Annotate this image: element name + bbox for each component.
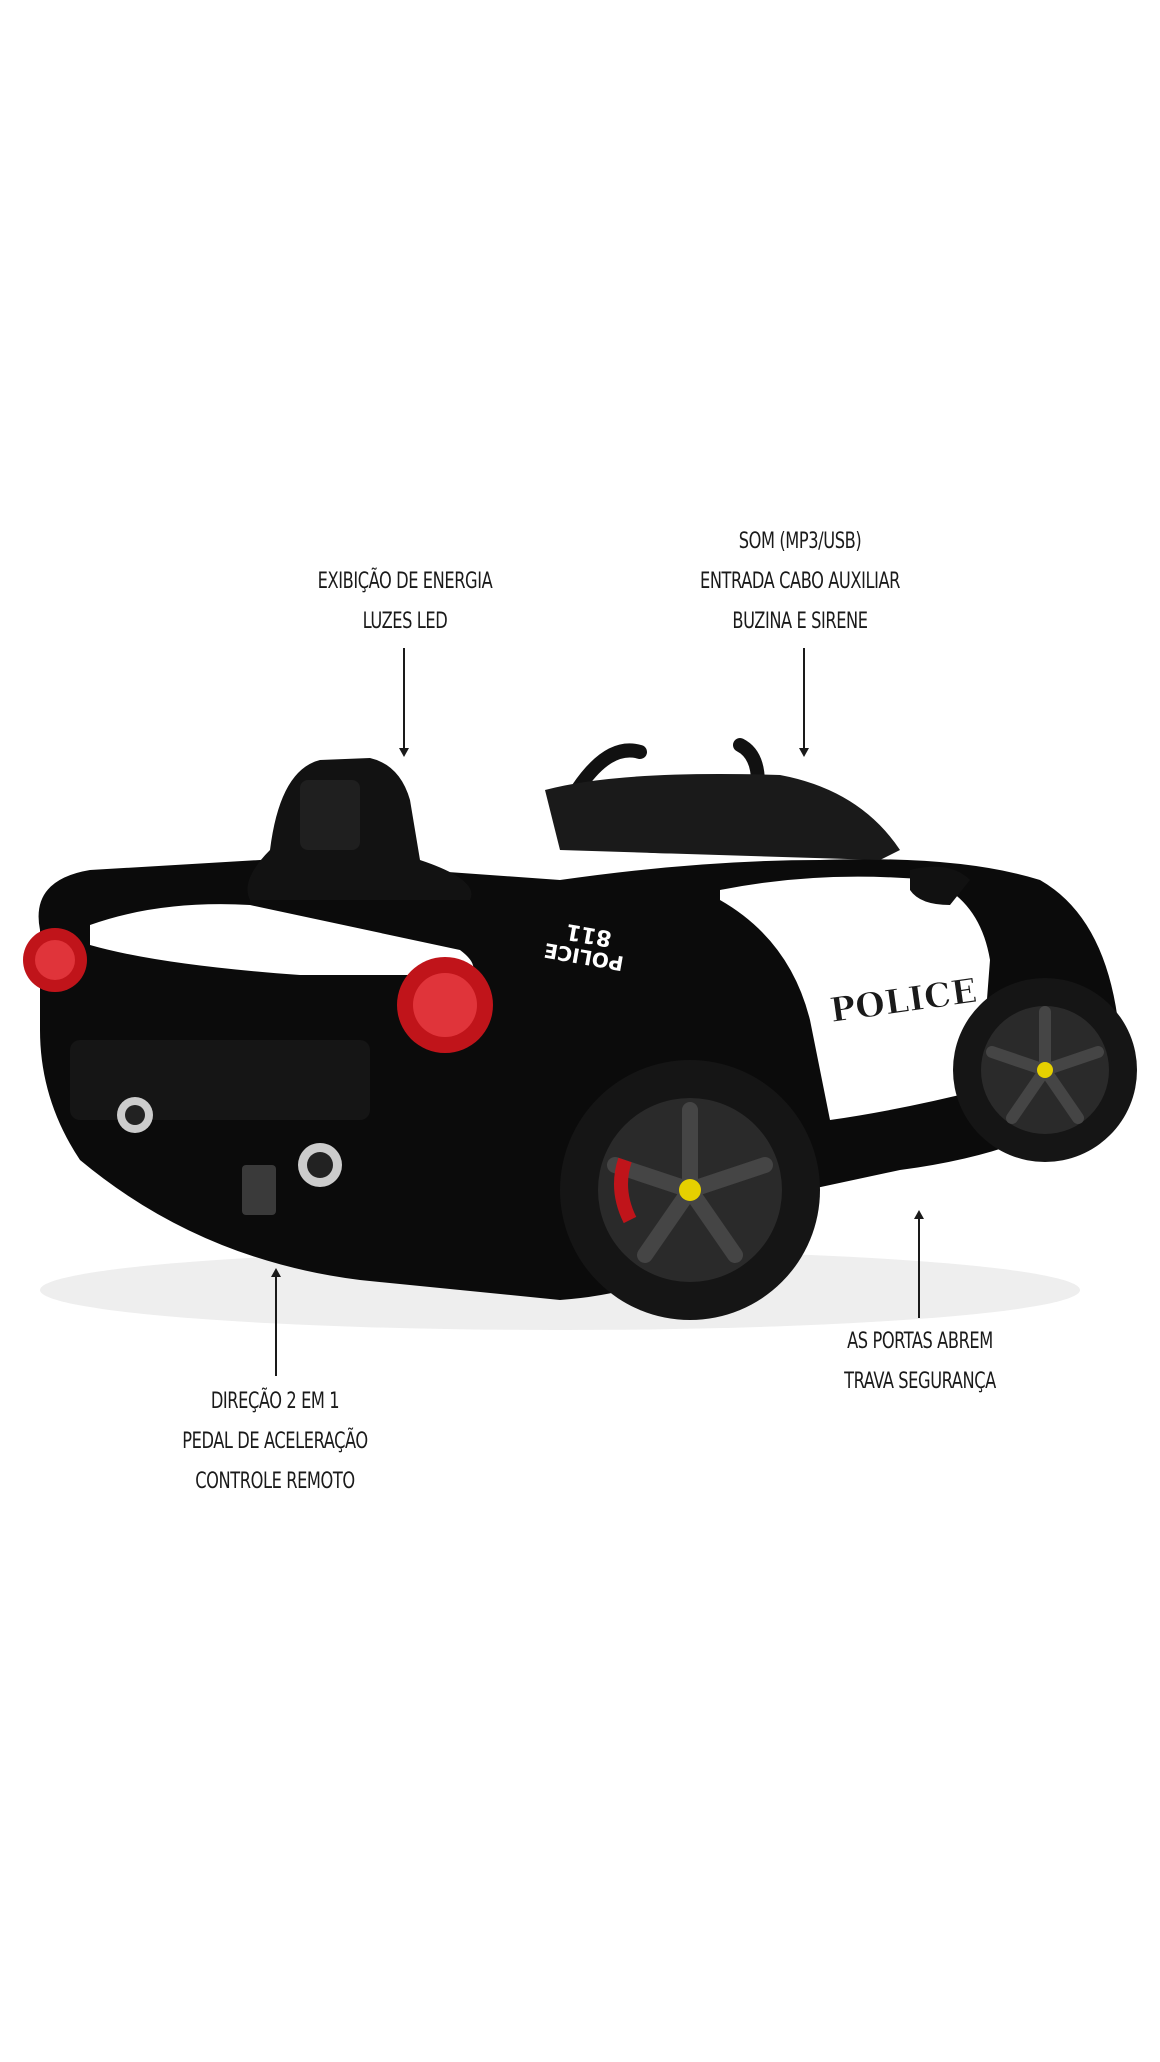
arrow-up-icon [271, 1268, 281, 1277]
callout-line: TRAVA SEGURANÇA [844, 1369, 996, 1394]
arrow-doors [918, 1218, 920, 1318]
arrow-down-icon [399, 748, 409, 757]
callout-line: PEDAL DE ACELERAÇÃO [182, 1429, 368, 1454]
callout-doors: AS PORTAS ABREM TRAVA SEGURANÇA [805, 1322, 1035, 1402]
callout-line: ENTRADA CABO AUXILIAR [699, 569, 901, 594]
callout-line: LUZES LED [362, 609, 448, 634]
arrow-steering [275, 1276, 277, 1376]
callout-line: DIREÇÃO 2 EM 1 [210, 1389, 340, 1414]
callout-sound: SOM (MP3/USB) ENTRADA CABO AUXILIAR BUZI… [685, 522, 915, 642]
arrow-sound [803, 648, 805, 750]
arrow-energy [403, 648, 405, 750]
arrow-up-icon [914, 1210, 924, 1219]
ride-on-police-car-image: POLICE POLICE 811 [23, 738, 1137, 1330]
callout-energy-led: EXIBIÇÃO DE ENERGIA LUZES LED [278, 562, 532, 642]
callout-line: SOM (MP3/USB) [738, 529, 862, 554]
callout-line: EXIBIÇÃO DE ENERGIA [317, 569, 493, 594]
callout-steering: DIREÇÃO 2 EM 1 PEDAL DE ACELERAÇÃO CONTR… [164, 1382, 385, 1502]
callout-line: BUZINA E SIRENE [732, 609, 868, 634]
callout-line: CONTROLE REMOTO [195, 1469, 355, 1494]
arrow-down-icon [799, 748, 809, 757]
callout-line: AS PORTAS ABREM [847, 1329, 993, 1354]
